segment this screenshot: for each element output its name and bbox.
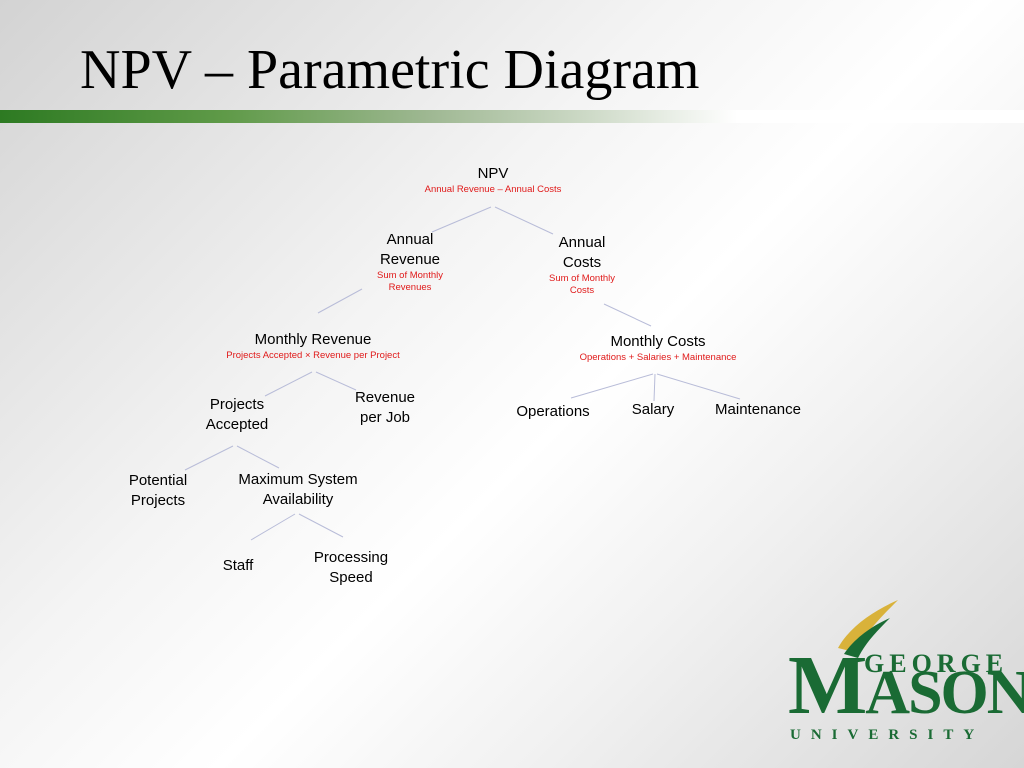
node-staff: Staff: [223, 556, 254, 576]
edge-projects-accepted-potential-projects: [184, 445, 234, 471]
node-annual-costs-formula-2: Costs: [569, 285, 595, 296]
edge-projects-accepted-max-system-availability: [236, 445, 280, 469]
node-maintenance: Maintenance: [715, 400, 801, 420]
node-monthly-revenue: Monthly Revenue Projects Accepted × Reve…: [226, 330, 399, 362]
node-processing-speed: Processing Speed: [314, 548, 388, 588]
edge-npv-annual-revenue: [431, 206, 492, 233]
node-revenue-per-job: Revenue per Job: [355, 388, 415, 428]
logo-george-text: GEORGE: [864, 649, 1009, 678]
node-processing-speed-label-2: Speed: [329, 569, 373, 586]
edge-npv-annual-costs: [494, 206, 554, 235]
logo-mason-text: MASON: [788, 644, 1024, 735]
node-potential-projects: Potential Projects: [129, 471, 187, 511]
node-operations: Operations: [516, 402, 589, 422]
node-projects-accepted: Projects Accepted: [206, 395, 269, 435]
edge-monthly-costs-salary: [653, 373, 656, 402]
node-max-system-availability-label-2: Availability: [262, 491, 334, 508]
node-npv-label: NPV: [477, 165, 509, 182]
node-annual-revenue-label-2: Revenue: [379, 251, 441, 268]
logo-university-text: UNIVERSITY: [790, 727, 985, 743]
node-annual-costs-formula-1: Sum of Monthly: [549, 273, 615, 284]
edge-monthly-costs-operations: [570, 373, 654, 399]
edge-monthly-costs-maintenance: [656, 373, 741, 400]
logo-mason-rest: ASON: [865, 659, 1024, 727]
node-staff-label: Staff: [222, 557, 254, 574]
node-max-system-availability-label-1: Maximum System: [238, 471, 358, 488]
node-annual-revenue-formula-1: Sum of Monthly: [377, 270, 443, 281]
edge-monthly-revenue-projects-accepted: [264, 371, 313, 397]
node-npv-formula: Annual Revenue – Annual Costs: [424, 184, 562, 195]
node-max-system-availability: Maximum System Availability: [238, 470, 357, 510]
edge-max-system-availability-processing-speed: [298, 513, 344, 538]
node-revenue-per-job-label-1: Revenue: [354, 389, 416, 406]
edge-monthly-revenue-revenue-per-job: [315, 371, 357, 391]
node-annual-revenue-label-1: Annual: [386, 231, 434, 248]
node-revenue-per-job-label-2: per Job: [359, 409, 411, 426]
node-monthly-costs-formula: Operations + Salaries + Maintenance: [579, 352, 737, 363]
node-projects-accepted-label-1: Projects: [209, 396, 265, 413]
node-potential-projects-label-2: Projects: [130, 492, 186, 509]
node-monthly-revenue-formula: Projects Accepted × Revenue per Project: [226, 350, 400, 361]
node-annual-costs-label-2: Costs: [562, 254, 602, 271]
node-operations-label: Operations: [516, 403, 590, 420]
gmu-logo-flame-icon: [838, 600, 898, 658]
title-rule: [0, 110, 1024, 123]
logo-mason-initial: M: [788, 639, 867, 732]
node-projects-accepted-label-2: Accepted: [205, 416, 269, 433]
node-annual-revenue: Annual Revenue Sum of Monthly Revenues: [377, 230, 443, 294]
node-maintenance-label: Maintenance: [715, 401, 801, 418]
node-npv: NPV Annual Revenue – Annual Costs: [425, 164, 562, 196]
node-annual-costs-label-1: Annual: [558, 234, 606, 251]
edge-annual-revenue-monthly-revenue: [317, 288, 363, 314]
node-salary: Salary: [632, 400, 675, 420]
slide-title: NPV – Parametric Diagram: [80, 39, 700, 101]
node-monthly-costs: Monthly Costs Operations + Salaries + Ma…: [580, 332, 737, 364]
node-annual-revenue-formula-2: Revenues: [388, 282, 432, 293]
node-annual-costs: Annual Costs Sum of Monthly Costs: [549, 233, 615, 297]
node-monthly-costs-label: Monthly Costs: [610, 333, 706, 350]
node-monthly-revenue-label: Monthly Revenue: [254, 331, 372, 348]
edge-annual-costs-monthly-costs: [603, 303, 652, 327]
node-potential-projects-label-1: Potential: [128, 472, 188, 489]
node-salary-label: Salary: [631, 401, 675, 418]
node-processing-speed-label-1: Processing: [313, 549, 389, 566]
edge-max-system-availability-staff: [250, 513, 296, 541]
